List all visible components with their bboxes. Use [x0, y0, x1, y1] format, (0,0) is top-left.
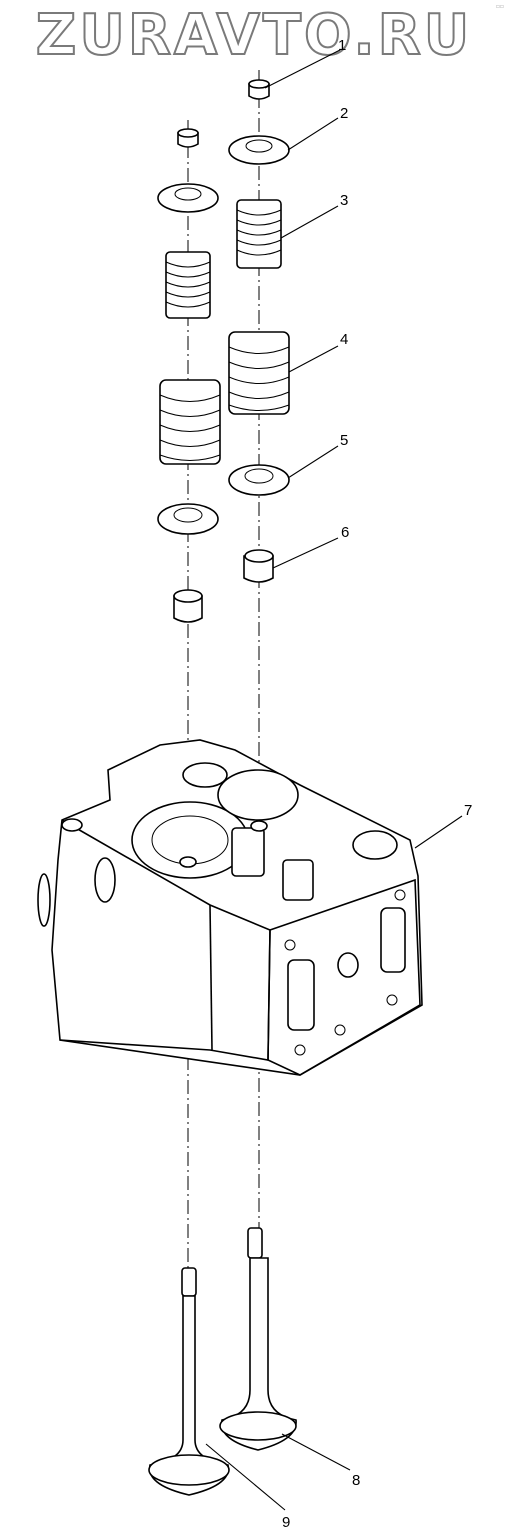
- right-spring-seat-washer: [228, 464, 290, 496]
- right-outer-valve-spring: [228, 331, 290, 415]
- leader-5: [287, 445, 339, 479]
- callout-4: 4: [340, 331, 348, 348]
- left-stem-seal-cap: [177, 128, 199, 148]
- watermark-logo: ZURAVTO.RU: [35, 2, 473, 69]
- right-inner-valve-spring: [236, 199, 282, 269]
- cylinder-head: [37, 739, 423, 1076]
- callout-8: 8: [352, 1472, 360, 1489]
- callout-2: 2: [340, 105, 348, 122]
- right-spring-retainer: [228, 135, 290, 165]
- leader-8: [281, 1433, 351, 1471]
- leader-9: [205, 1443, 286, 1511]
- leader-4: [288, 345, 339, 373]
- right-valve-guide-seal: [243, 549, 274, 583]
- corner-mark: ▫▫: [495, 3, 504, 10]
- right-stem-seal-cap: [248, 79, 270, 100]
- leader-1: [264, 49, 341, 89]
- left-outer-valve-spring: [159, 379, 221, 465]
- leader-6: [272, 537, 339, 569]
- left-spring-retainer: [157, 183, 219, 213]
- leader-7: [414, 815, 463, 849]
- intake-valve: [219, 1227, 297, 1451]
- exhaust-valve: [148, 1267, 230, 1496]
- leader-2: [287, 117, 339, 151]
- callout-1: 1: [338, 37, 346, 54]
- left-inner-valve-spring: [165, 251, 211, 319]
- left-valve-guide-seal: [173, 589, 203, 623]
- callout-6: 6: [341, 524, 349, 541]
- leader-3: [280, 205, 339, 239]
- callout-5: 5: [340, 432, 348, 449]
- callout-7: 7: [464, 802, 472, 819]
- callout-3: 3: [340, 192, 348, 209]
- callout-9: 9: [282, 1514, 290, 1531]
- left-spring-seat-washer: [157, 503, 219, 535]
